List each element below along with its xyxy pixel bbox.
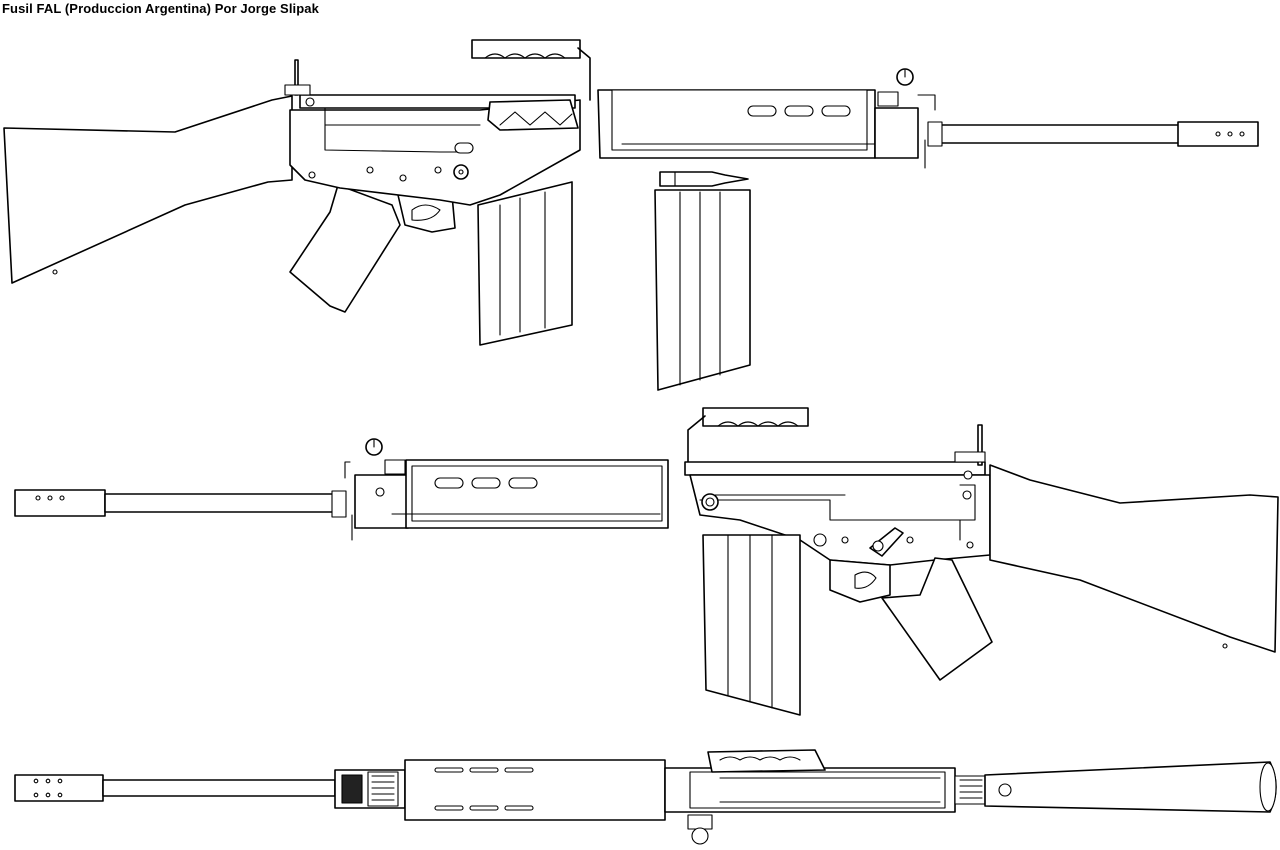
- magazine-right: [477, 181, 573, 346]
- flash-hider-left: [14, 489, 106, 517]
- top-view: [14, 749, 1277, 845]
- gas-block-left: [354, 474, 409, 529]
- carrying-handle-top: [707, 749, 826, 773]
- upper-receiver-left: [684, 461, 986, 476]
- right-side-view: [3, 39, 1259, 391]
- barrel-left: [104, 493, 338, 513]
- stock-top: [984, 761, 1277, 813]
- gas-block-right: [874, 107, 919, 159]
- stock-right: [3, 95, 293, 284]
- pistol-grip-left: [881, 557, 993, 681]
- spare-magazine: [654, 189, 751, 391]
- stock-left: [989, 464, 1279, 653]
- magazine-left: [702, 534, 801, 716]
- left-side-view: [14, 407, 1279, 716]
- cartridge: [659, 171, 749, 187]
- charging-handle-right: [487, 99, 579, 131]
- drawing-title: Fusil FAL (Produccion Argentina) Por Jor…: [2, 1, 319, 16]
- pistol-grip-right: [289, 184, 401, 313]
- barrel-right: [934, 124, 1181, 144]
- barrel-top: [102, 779, 336, 797]
